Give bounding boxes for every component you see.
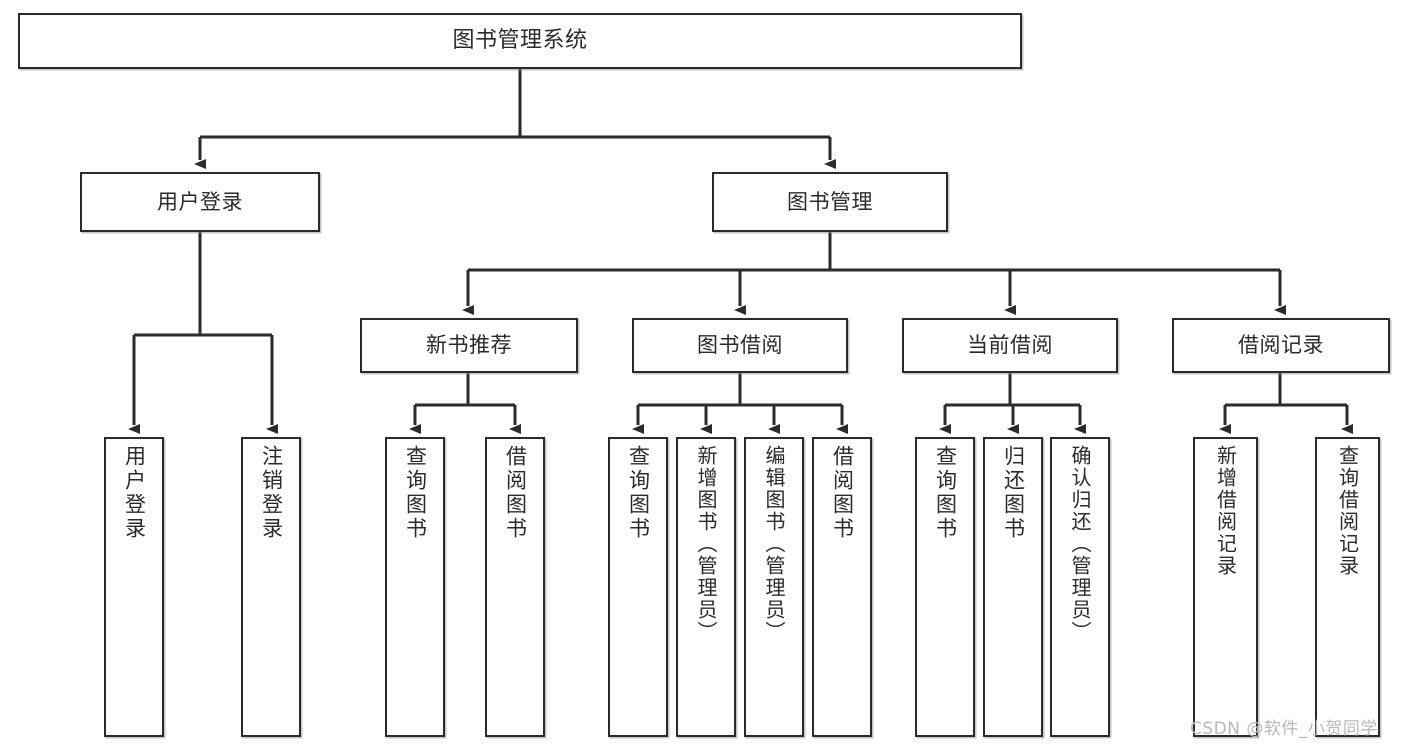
leaf-node-label: 借阅图书 (830, 445, 855, 541)
node-book-management-label: 图书管理 (787, 189, 873, 214)
leaf-node-label: 新增借阅记录 (1213, 445, 1238, 577)
leaf-node-label: 查询图书 (933, 445, 958, 541)
edge-group-user-login (128, 232, 278, 434)
edge-group-borrow-record (1219, 373, 1353, 434)
edge-group-root (194, 69, 836, 169)
node-root[interactable]: 图书管理系统 (18, 13, 1022, 69)
node-current-borrow[interactable]: 当前借阅 (902, 318, 1118, 373)
node-current-borrow-label: 当前借阅 (967, 333, 1053, 358)
leaf-node[interactable]: 查询借阅记录 (1315, 437, 1380, 737)
leaf-node[interactable]: 新增借阅记录 (1193, 437, 1258, 737)
node-book-management[interactable]: 图书管理 (712, 172, 948, 232)
leaf-node-label: 编辑图书（管理员） (762, 445, 786, 643)
edge-group-book-manage (462, 232, 1286, 315)
leaf-node-label: 确认归还（管理员） (1068, 445, 1092, 643)
node-new-book-recommend[interactable]: 新书推荐 (360, 318, 578, 373)
leaf-node-label: 查询图书 (403, 445, 428, 541)
leaf-node[interactable]: 归还图书 (983, 437, 1043, 737)
leaf-node[interactable]: 查询图书 (385, 437, 445, 737)
leaf-node[interactable]: 借阅图书 (485, 437, 545, 737)
leaf-node-label: 注销登录 (259, 445, 284, 541)
edge-group-current-borrow (939, 373, 1086, 434)
leaf-node-label: 归还图书 (1001, 445, 1026, 541)
leaf-node-label: 查询图书 (626, 445, 651, 541)
edge-group-new-book (409, 373, 521, 434)
node-user-login-label: 用户登录 (157, 189, 243, 214)
leaf-node[interactable]: 查询图书 (915, 437, 975, 737)
leaf-node[interactable]: 用户登录 (104, 437, 164, 737)
node-book-borrow-label: 图书借阅 (697, 333, 783, 358)
node-borrow-record[interactable]: 借阅记录 (1172, 318, 1390, 373)
leaf-node-label: 查询借阅记录 (1335, 445, 1360, 577)
leaf-node[interactable]: 借阅图书 (812, 437, 872, 737)
csdn-watermark: CSDN @软件_小贺同学 (1190, 719, 1378, 739)
leaf-node[interactable]: 编辑图书（管理员） (744, 437, 804, 737)
node-user-login[interactable]: 用户登录 (80, 172, 320, 232)
leaf-node[interactable]: 确认归还（管理员） (1050, 437, 1110, 737)
leaf-node-label: 新增图书（管理员） (694, 445, 718, 643)
node-book-borrow[interactable]: 图书借阅 (632, 318, 848, 373)
leaf-node[interactable]: 查询图书 (608, 437, 668, 737)
leaf-node-label: 借阅图书 (503, 445, 528, 541)
node-root-label: 图书管理系统 (452, 28, 588, 54)
leaf-node-label: 用户登录 (122, 445, 147, 541)
leaf-node[interactable]: 注销登录 (241, 437, 301, 737)
leaf-node[interactable]: 新增图书（管理员） (676, 437, 736, 737)
edge-group-borrow (632, 373, 848, 434)
node-borrow-record-label: 借阅记录 (1238, 333, 1324, 358)
node-new-book-recommend-label: 新书推荐 (426, 333, 512, 358)
